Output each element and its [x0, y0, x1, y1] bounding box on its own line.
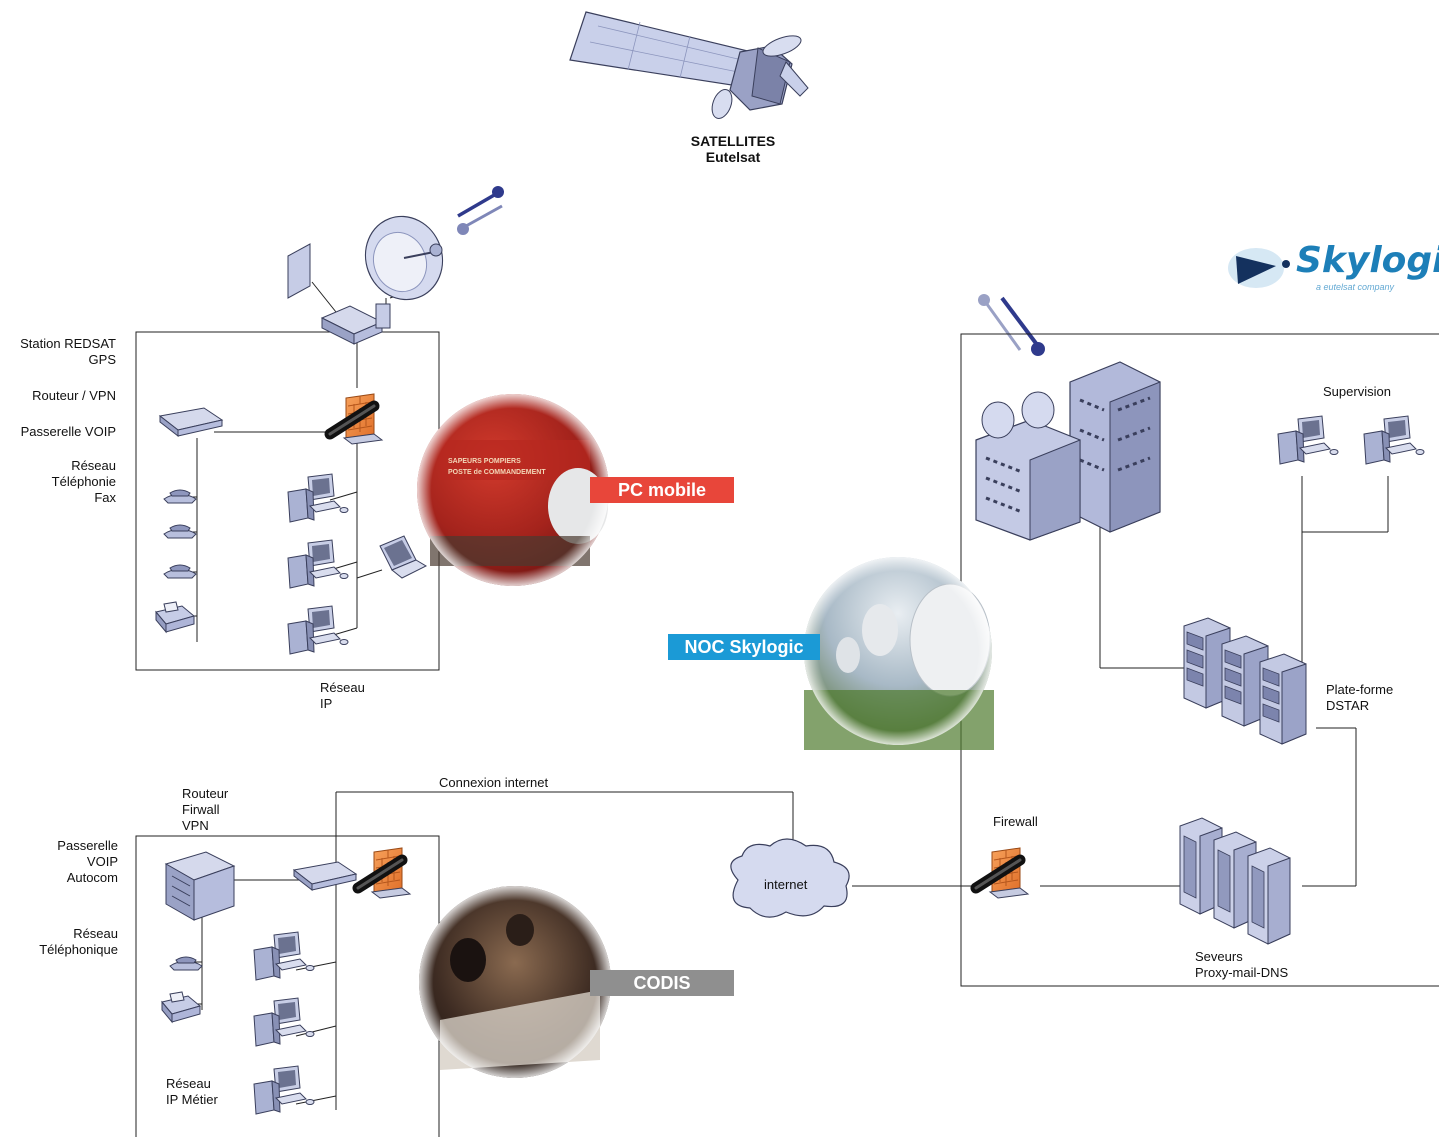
voip-gateway-icon [164, 851, 236, 921]
server-rack-icon [1259, 653, 1307, 745]
cloud-icon [730, 838, 850, 918]
codis-photo [419, 886, 611, 1078]
label-codis-voip: Passerelle VOIP Autocom [57, 838, 118, 885]
label-supervision: Supervision [1323, 384, 1391, 399]
firewall-icon [330, 394, 382, 444]
noc-links [1040, 476, 1389, 887]
pc-mobile-photo: SAPEURS POMPIERS POSTE de COMMANDEMENT [417, 394, 609, 586]
fax-icon [155, 601, 195, 633]
signal-beam-icon [457, 186, 504, 235]
phone-icon [163, 489, 197, 504]
switch-icon [293, 861, 357, 891]
label-phone-network: Réseau Téléphonie Fax [51, 458, 116, 505]
switch-icon [159, 407, 223, 437]
label-internet-cloud: internet [764, 877, 808, 892]
logo-icon [1228, 248, 1290, 288]
codis-links [184, 791, 980, 1110]
workstation-icon [287, 605, 349, 655]
workstation-icon [253, 931, 315, 981]
label-codis-ip: Réseau IP Métier [166, 1076, 218, 1107]
codis-tag: CODIS [590, 970, 734, 996]
fax-icon [161, 991, 201, 1023]
workstation-icon [253, 997, 315, 1047]
pc-mobile-tag: PC mobile [590, 477, 734, 503]
phone-icon [163, 524, 197, 539]
satellite-icon [569, 11, 809, 119]
label-servers: Seveurs Proxy-mail-DNS [1195, 949, 1289, 980]
firewall-icon [976, 848, 1028, 898]
server-icon [1247, 847, 1291, 945]
label-codis-phone: Réseau Téléphonique [39, 926, 118, 957]
label-voip-gateway: Passerelle VOIP [20, 424, 116, 439]
label-internet-connection: Connexion internet [439, 775, 549, 790]
signal-beam-icon [978, 294, 1045, 356]
label-noc-firewall: Firewall [993, 814, 1038, 829]
skylogic-tagline: a eutelsat company [1316, 282, 1395, 292]
label-codis-router: Routeur Firwall VPN [182, 786, 229, 833]
noc-tag: NOC Skylogic [668, 634, 820, 660]
dish-icon [364, 215, 444, 301]
label-router-vpn: Routeur / VPN [32, 388, 116, 403]
modem-icon [320, 303, 391, 345]
pc-mobile-links [180, 281, 427, 642]
phone-icon [163, 564, 197, 579]
firewall-icon [358, 848, 410, 898]
label-dstar-platform: Plate-forme DSTAR [1326, 682, 1394, 713]
label-station-redsat: Station REDSAT GPS [20, 336, 116, 367]
workstation-icon [287, 473, 349, 523]
gps-antenna-icon [287, 243, 311, 299]
label-ip-network: Réseau IP [320, 680, 365, 711]
laptop-icon [379, 535, 428, 579]
workstation-icon [287, 539, 349, 589]
workstation-icon [1277, 415, 1339, 465]
phone-icon [169, 956, 203, 971]
workstation-icon [1363, 415, 1425, 465]
noc-photo [804, 557, 994, 750]
workstation-icon [253, 1065, 315, 1115]
building-icon [975, 361, 1161, 541]
skylogic-logo: Skylogic [1296, 240, 1439, 281]
